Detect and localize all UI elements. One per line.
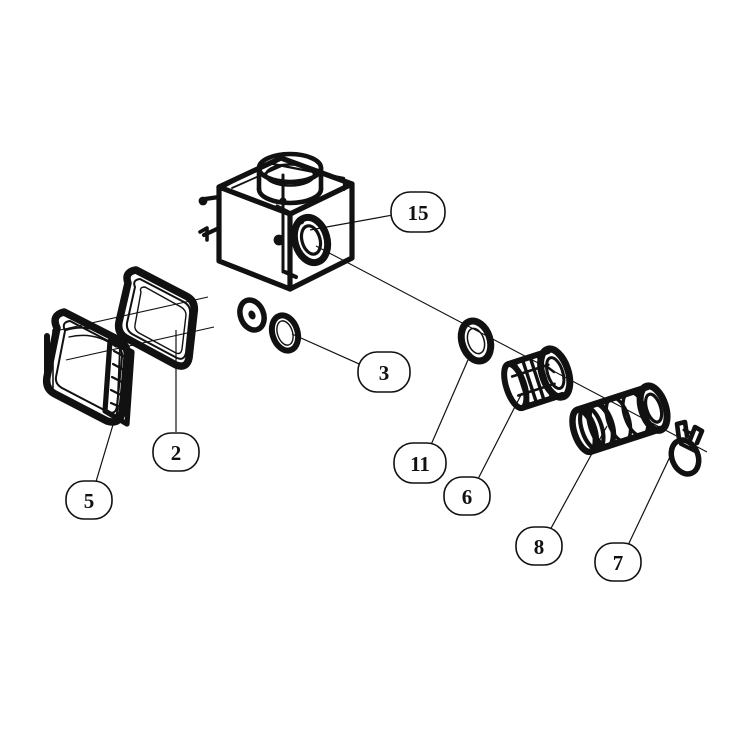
part-housing-body	[198, 151, 355, 292]
part-gasket-frame	[114, 266, 199, 370]
callout-bubble-11	[393, 442, 447, 484]
part-washer-small	[236, 296, 269, 333]
part-spring-hose-clamp	[668, 419, 705, 477]
callout-label-6: 6	[462, 485, 473, 509]
housing-outlet-port	[290, 213, 332, 267]
callout-label-8: 8	[534, 535, 545, 559]
callout-bubble-6	[443, 476, 491, 516]
callout-11[interactable]: 11	[393, 442, 447, 484]
filter-pleats	[102, 338, 135, 427]
callout-3[interactable]: 3	[357, 351, 411, 393]
callout-bubble-8	[515, 526, 563, 566]
callout-5[interactable]: 5	[65, 480, 113, 520]
leader-line-6	[477, 392, 523, 479]
callout-label-7: 7	[613, 551, 624, 575]
leader-line-11	[430, 352, 472, 445]
callout-7[interactable]: 7	[594, 542, 642, 582]
leader-line-5	[95, 407, 119, 482]
callout-bubble-15	[390, 191, 446, 233]
leader-line-15	[309, 214, 391, 231]
callout-bubble-5	[65, 480, 113, 520]
callout-bubble-2	[152, 432, 200, 472]
leader-line-7	[628, 443, 677, 545]
callout-label-11: 11	[410, 452, 430, 476]
part-knurled-cap-nut	[501, 345, 574, 412]
part-o-ring-small	[268, 312, 302, 354]
callout-label-5: 5	[84, 489, 95, 513]
leader-line-8	[550, 425, 608, 529]
callout-bubble-3	[357, 351, 411, 393]
part-o-ring-port	[457, 317, 495, 365]
callout-label-3: 3	[379, 361, 390, 385]
callout-15[interactable]: 15	[390, 191, 446, 233]
callout-label-15: 15	[408, 201, 429, 225]
callout-label-2: 2	[171, 441, 182, 465]
housing-neck	[256, 151, 324, 206]
callout-6[interactable]: 6	[443, 476, 491, 516]
leader-line-3	[291, 333, 360, 365]
callout-bubbles: 15 2 5 3 11 6 8 7	[65, 191, 642, 582]
callout-leader-lines	[95, 214, 677, 545]
callout-bubble-7	[594, 542, 642, 582]
part-hose-connector	[569, 382, 671, 456]
callout-2[interactable]: 2	[152, 432, 200, 472]
callout-8[interactable]: 8	[515, 526, 563, 566]
part-filter-element	[42, 308, 135, 427]
